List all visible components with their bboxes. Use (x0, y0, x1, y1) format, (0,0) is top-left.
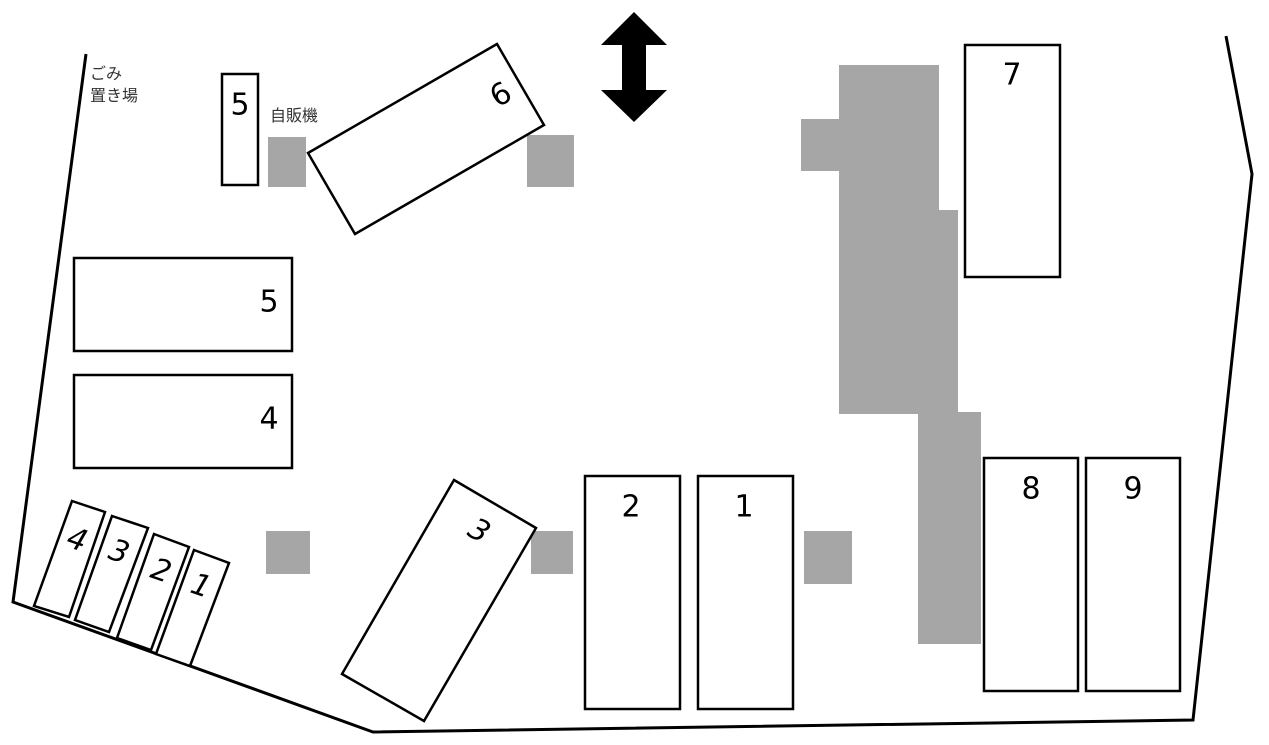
space-number: 4 (259, 402, 278, 437)
parking-space-top-7[interactable]: 7 (963, 43, 1062, 279)
main-building (801, 65, 981, 644)
building-block (266, 531, 310, 574)
parking-space-top-6[interactable]: 6 (306, 42, 546, 236)
parking-space-top-5[interactable]: 5 (220, 72, 260, 187)
space-number: 7 (1002, 58, 1021, 93)
space-number: 8 (1021, 472, 1040, 507)
building-block (527, 135, 574, 187)
space-number: 2 (621, 490, 640, 525)
space-number: 9 (1123, 472, 1142, 507)
space-number: 5 (259, 285, 278, 320)
parking-space-center-1[interactable]: 1 (696, 474, 795, 711)
parking-space-angled-3[interactable]: 3 (73, 514, 150, 634)
garbage-area-label-line2: 置き場 (90, 86, 138, 105)
space-number: 1 (734, 490, 753, 525)
parking-space-right-8[interactable]: 8 (982, 456, 1080, 693)
parking-space-left-4[interactable]: 4 (72, 373, 294, 470)
parking-space-angled-1[interactable]: 1 (154, 548, 231, 668)
space-number: 5 (230, 88, 249, 123)
parking-space-left-5[interactable]: 5 (72, 256, 294, 353)
parking-space-angled-2[interactable]: 2 (115, 532, 191, 652)
parking-space-right-9[interactable]: 9 (1084, 456, 1182, 693)
double-arrow-vertical-icon (601, 12, 667, 122)
parking-space-angled-4[interactable]: 4 (32, 499, 107, 619)
vending-machine-label: 自販機 (270, 106, 318, 125)
garbage-area-label-line1: ごみ (90, 64, 122, 83)
building-block (804, 531, 852, 584)
parking-space-center-3[interactable]: 3 (340, 478, 538, 723)
parking-space-center-2[interactable]: 2 (583, 474, 682, 711)
building-block (531, 531, 573, 574)
lot-boundary-left (11, 35, 1254, 734)
building-block (268, 137, 306, 187)
building-blocks (266, 65, 981, 644)
